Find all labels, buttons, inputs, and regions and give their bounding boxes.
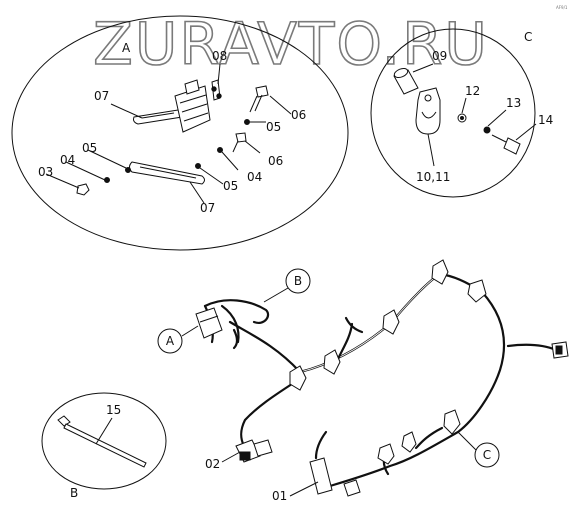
detail-b-letter: B	[70, 486, 78, 500]
callout-b-marker: B	[263, 268, 311, 303]
label-09: 09	[432, 49, 447, 63]
cable-tie	[57, 415, 147, 468]
detail-c-ellipse	[370, 28, 536, 198]
detail-a-letter: A	[122, 41, 131, 55]
spacer-cylinder	[393, 67, 419, 95]
relay-bracket	[174, 79, 221, 133]
bolt-14	[491, 134, 521, 155]
tiny-mark: AF9/1	[556, 5, 568, 10]
callout-a-marker: A	[157, 325, 199, 354]
svg-text:C: C	[483, 448, 491, 462]
p-clip	[415, 87, 441, 135]
callout-c-marker: C	[457, 431, 500, 468]
component-01	[309, 430, 361, 497]
label-13: 13	[506, 96, 521, 110]
watermark-text: ZURAVTO.RU	[93, 10, 489, 78]
upper-bolt	[249, 85, 269, 113]
label-05-lower: 05	[223, 179, 238, 193]
harness-bracket-a	[195, 307, 223, 339]
svg-text:A: A	[166, 334, 175, 348]
label-05-upper: 05	[266, 120, 281, 134]
right-connector	[551, 341, 569, 359]
main-harness	[195, 259, 569, 497]
label-06-upper: 06	[291, 108, 306, 122]
label-04-right: 04	[247, 170, 262, 184]
label-05-left: 05	[82, 141, 97, 155]
detail-a-group: A	[11, 15, 349, 251]
detail-a-ellipse	[11, 15, 349, 251]
part-labels: 01 02 03 04 04 05 05 05 06 06 07 07 08 0…	[38, 49, 553, 503]
label-15: 15	[106, 403, 121, 417]
label-06-lower: 06	[268, 154, 283, 168]
svg-text:B: B	[294, 274, 302, 288]
harness-clips	[289, 259, 487, 465]
label-04-left: 04	[60, 153, 75, 167]
detail-c-group: C	[370, 28, 537, 198]
connector-02	[235, 439, 273, 463]
label-08: 08	[212, 49, 227, 63]
label-14: 14	[538, 113, 553, 127]
label-03: 03	[38, 165, 53, 179]
lower-bolt	[232, 132, 247, 153]
detail-b-ellipse	[41, 392, 167, 490]
label-10-11: 10,11	[416, 170, 450, 184]
label-07-upper: 07	[94, 89, 109, 103]
lower-strap	[129, 161, 205, 185]
detail-c-letter: C	[524, 30, 532, 44]
label-07-lower: 07	[200, 201, 215, 215]
label-02: 02	[205, 457, 220, 471]
detail-b-group: B	[41, 392, 167, 500]
label-01: 01	[272, 489, 287, 503]
label-12: 12	[465, 84, 480, 98]
